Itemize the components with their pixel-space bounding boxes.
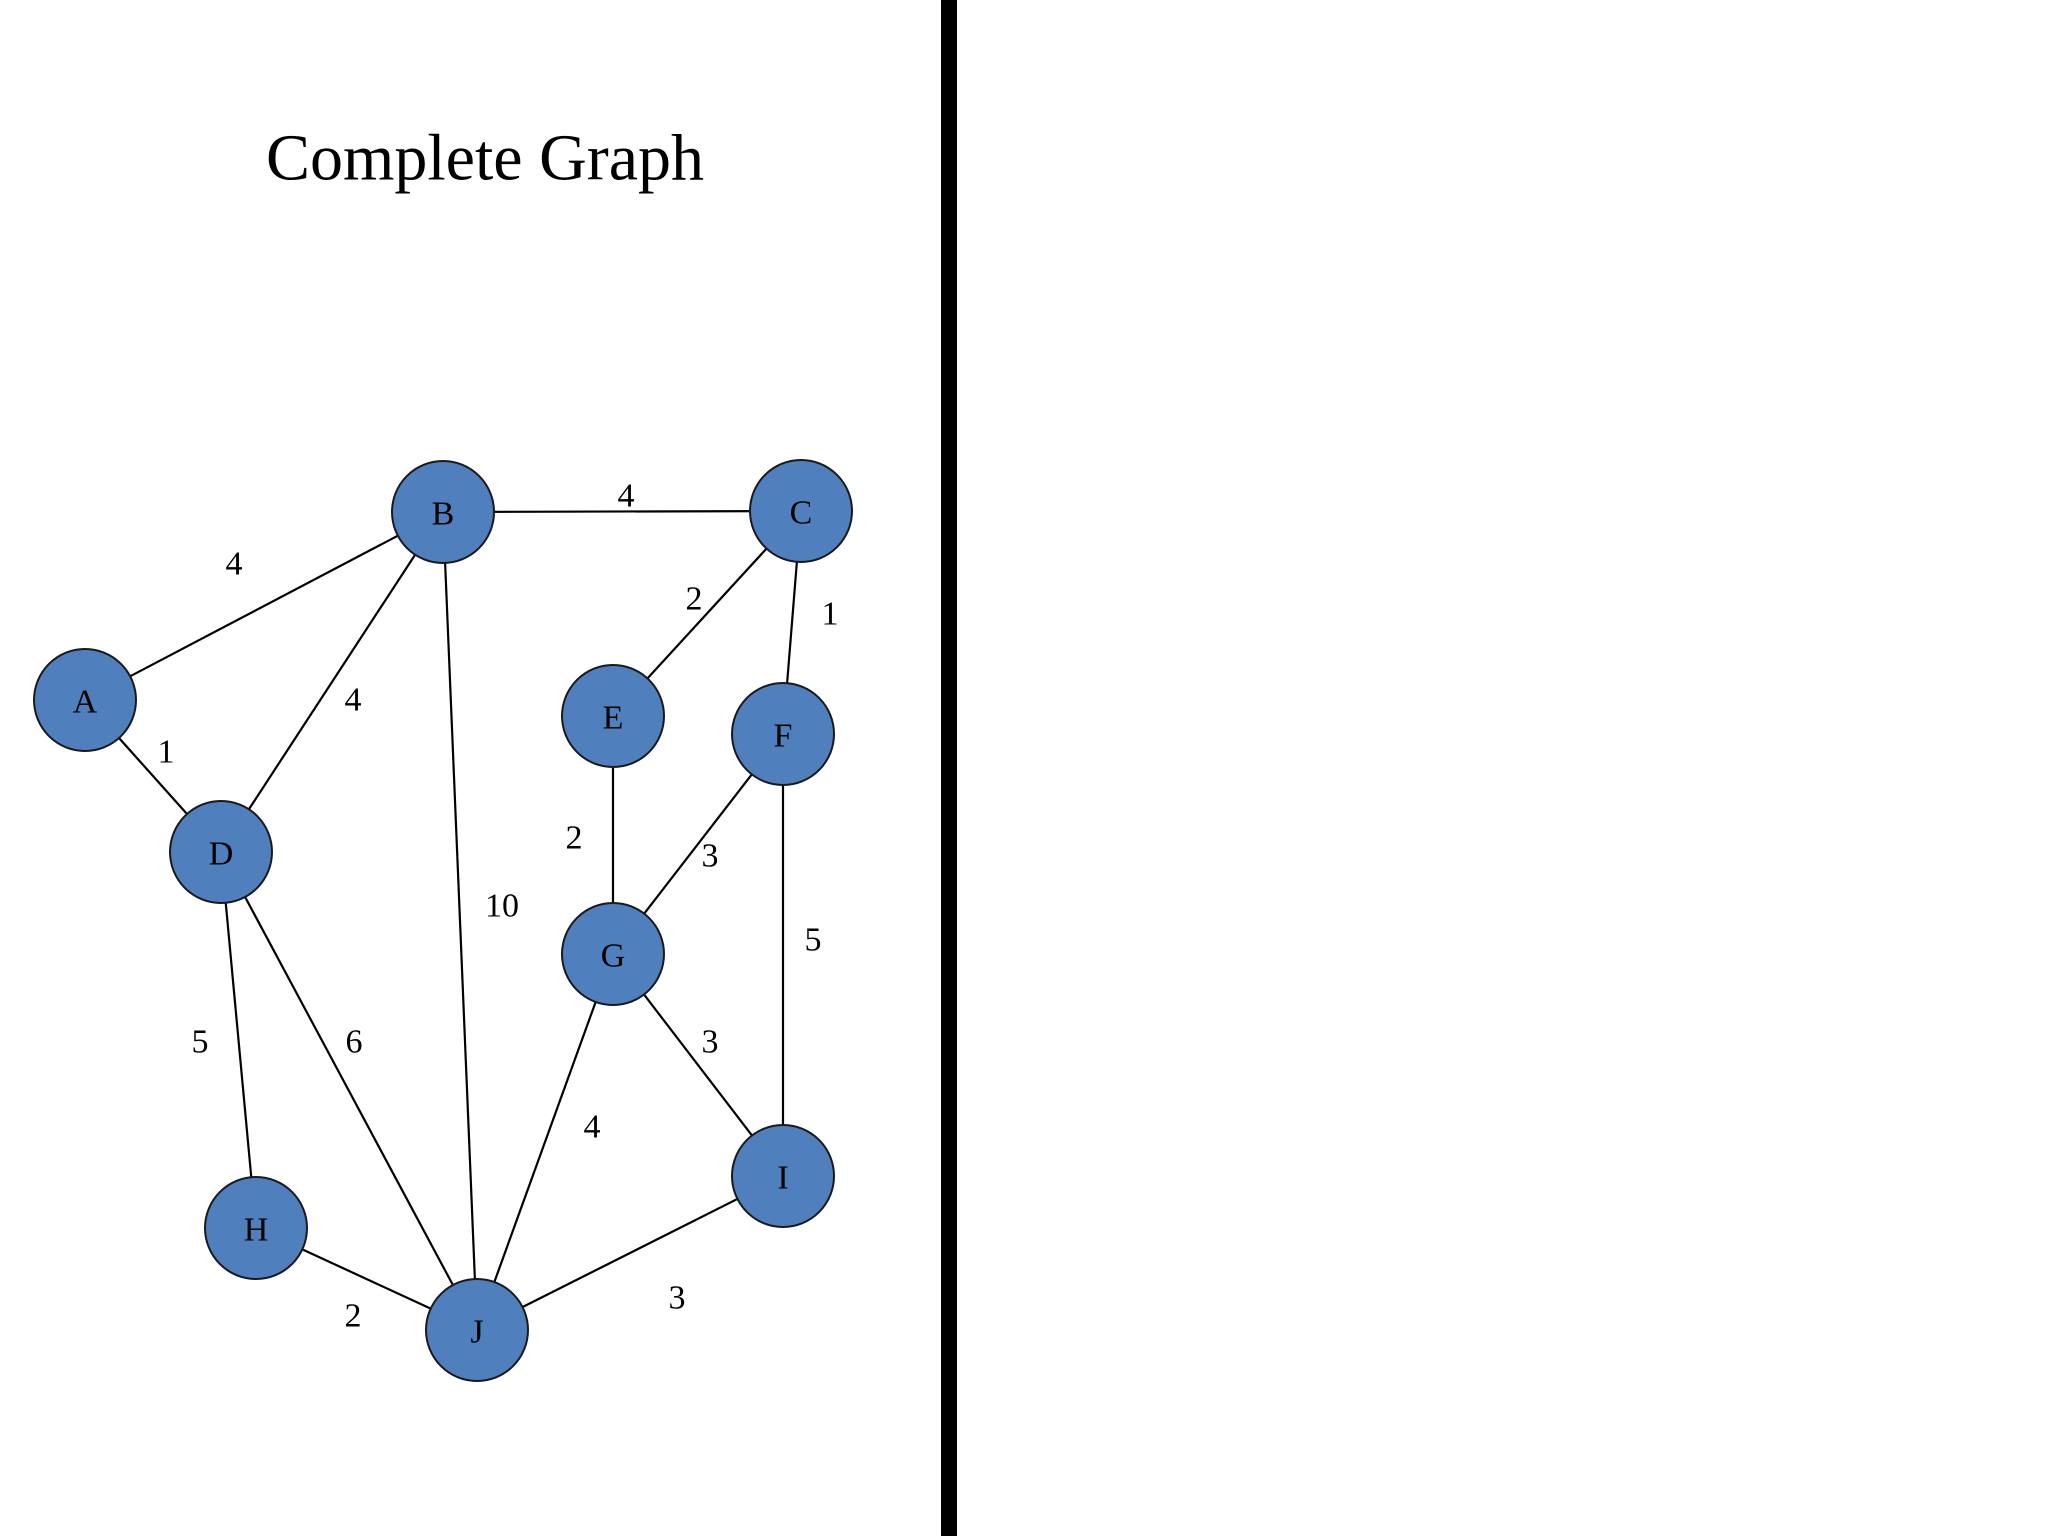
edge-weight-j-i: 3	[669, 1280, 686, 1317]
edge-weight-b-d: 4	[345, 682, 362, 719]
node-i: I	[731, 1124, 835, 1228]
node-circle-e	[561, 664, 665, 768]
node-circle-h	[204, 1176, 308, 1280]
vertical-divider	[941, 0, 957, 1536]
node-label-g: G	[601, 938, 626, 975]
edge-weight-g-j: 4	[584, 1109, 601, 1146]
edge-weight-b-c: 4	[618, 478, 635, 515]
edge-weight-a-b: 4	[226, 546, 243, 583]
node-g: G	[561, 902, 665, 1006]
node-label-c: C	[790, 495, 813, 532]
node-e: E	[561, 664, 665, 768]
edge-weight-e-g: 2	[566, 820, 583, 857]
node-label-i: I	[777, 1160, 788, 1197]
edge-weight-g-i: 3	[702, 1024, 719, 1061]
edge-weight-h-j: 2	[345, 1298, 362, 1335]
edge-d-h	[219, 851, 258, 1229]
edge-weight-d-j: 6	[346, 1024, 363, 1061]
edge-weight-a-d: 1	[158, 734, 175, 771]
node-c: C	[749, 459, 853, 563]
node-circle-d	[169, 800, 273, 904]
node-label-a: A	[73, 684, 98, 721]
node-circle-b	[391, 460, 495, 564]
edge-b-d	[220, 511, 444, 853]
node-circle-c	[749, 459, 853, 563]
node-label-b: B	[432, 496, 455, 533]
node-circle-i	[731, 1124, 835, 1228]
node-d: D	[169, 800, 273, 904]
edges-layer	[84, 509, 803, 1331]
edge-weights-layer: 4 1 4 4 10 2 1 2 3 5 5 6 4 3 2 3	[158, 478, 839, 1335]
node-circle-g	[561, 902, 665, 1006]
node-label-d: D	[209, 836, 234, 873]
edge-b-j	[441, 511, 479, 1331]
edge-b-c	[442, 509, 802, 514]
edge-g-j	[475, 953, 615, 1331]
node-label-j: J	[470, 1314, 483, 1351]
node-circle-f	[731, 682, 835, 786]
edge-j-i	[476, 1175, 784, 1331]
edge-weight-f-i: 5	[805, 922, 822, 959]
node-b: B	[391, 460, 495, 564]
edge-weight-f-g: 3	[702, 838, 719, 875]
node-circle-j	[425, 1278, 529, 1382]
node-a: A	[33, 648, 137, 752]
node-label-f: F	[774, 718, 793, 755]
node-label-e: E	[603, 700, 624, 737]
edge-weight-d-h: 5	[192, 1024, 209, 1061]
node-j: J	[425, 1278, 529, 1382]
node-label-h: H	[244, 1212, 269, 1249]
edge-weight-b-j: 10	[485, 888, 519, 925]
node-f: F	[731, 682, 835, 786]
edge-a-b	[84, 511, 444, 701]
nodes-layer: A B C D E F G H I J	[33, 459, 853, 1382]
node-circle-a	[33, 648, 137, 752]
edge-d-j	[220, 851, 478, 1331]
diagram-title: Complete Graph	[266, 122, 704, 195]
edge-weight-c-f: 1	[822, 596, 839, 633]
node-h: H	[204, 1176, 308, 1280]
edge-weight-c-e: 2	[686, 581, 703, 618]
